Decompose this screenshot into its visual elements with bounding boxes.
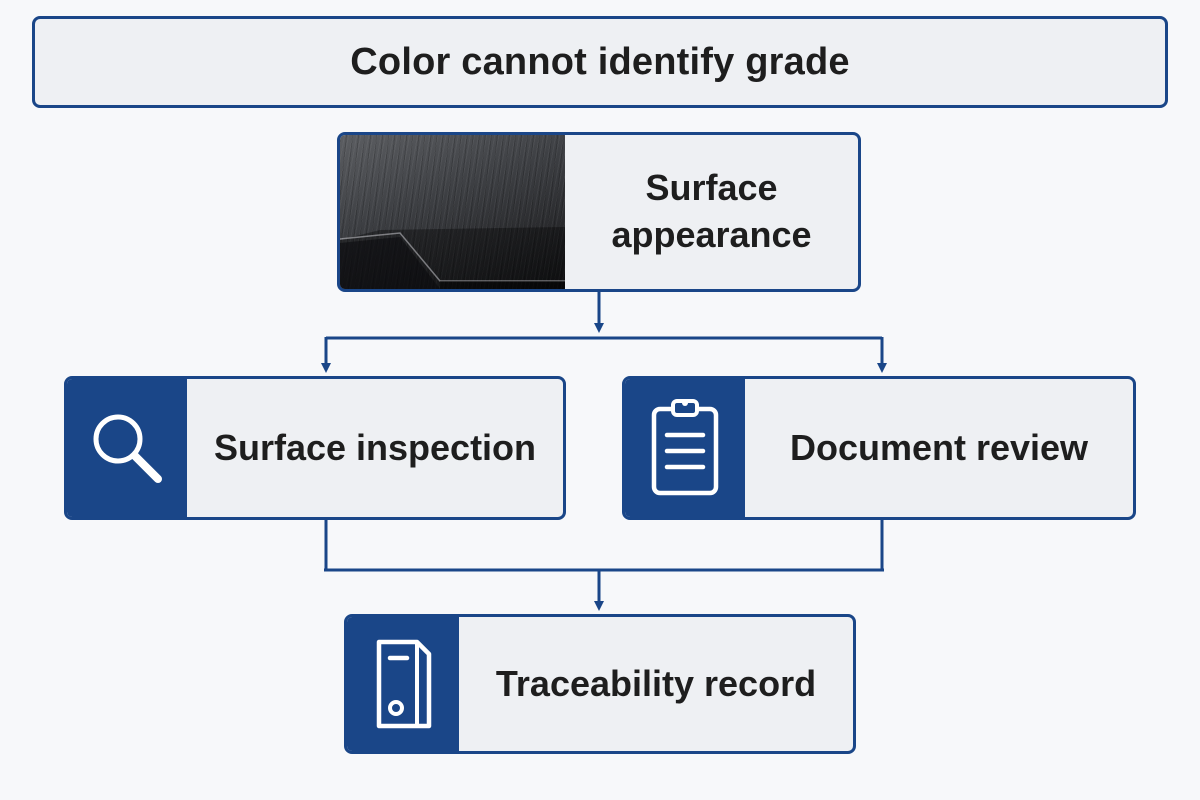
title-box: Color cannot identify grade <box>32 16 1168 108</box>
surface-appearance-label-line2: appearance <box>611 214 812 255</box>
node-surface-appearance: Surface appearance <box>337 132 861 292</box>
record-file-icon <box>376 639 432 729</box>
surface-appearance-label: Surface appearance <box>565 135 858 289</box>
metal-edge-highlight <box>340 227 565 289</box>
clipboard-icon <box>651 399 719 496</box>
node-surface-inspection: Surface inspection <box>64 376 566 520</box>
diagram-title: Color cannot identify grade <box>350 40 850 83</box>
surface-inspection-label: Surface inspection <box>213 426 537 468</box>
magnifier-icon <box>93 414 162 483</box>
surface-appearance-label-line1: Surface <box>645 167 778 209</box>
document-review-label: Document review <box>789 426 1089 468</box>
traceability-record-label: Traceability record <box>495 662 817 704</box>
icon-panel-traceability <box>347 617 459 751</box>
icon-panel-inspection <box>67 379 187 517</box>
node-document-review: Document review <box>622 376 1136 520</box>
node-traceability-record: Traceability record <box>344 614 856 754</box>
icon-panel-document <box>625 379 745 517</box>
metal-surface-photo <box>340 135 565 289</box>
